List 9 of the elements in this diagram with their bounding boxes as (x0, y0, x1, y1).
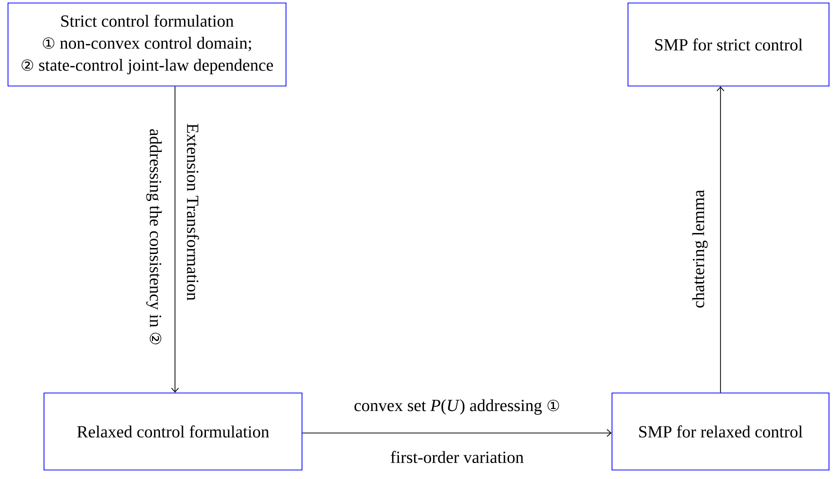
annotation-text: first-order variation (390, 450, 524, 464)
process-box: Strict control formulation ① non-convex control domain; ② state-control joint-law dependence (8, 2, 286, 86)
process-box: Relaxed control formulation (44, 392, 302, 470)
edge-label: convex set P(U) addressing ① (352, 398, 562, 416)
annotation-text: addressing the consistency in ② (146, 129, 162, 344)
process-box: SMP for strict control (628, 2, 830, 86)
process-box: SMP for relaxed control (612, 392, 830, 470)
edge-label: Extension Transformation (186, 122, 200, 302)
edge-label: chattering lemma (691, 188, 709, 310)
